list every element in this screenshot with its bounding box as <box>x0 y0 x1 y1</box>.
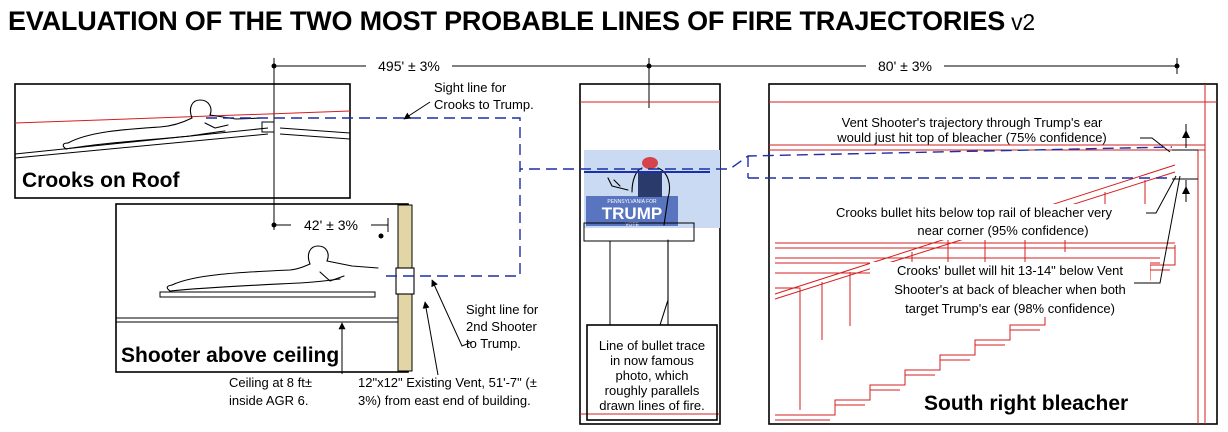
bleacher-panel-label: South right bleacher <box>924 392 1128 415</box>
stage-panel: PENNSYLVANIA FOR TRUMP VOTE Line of bull… <box>579 83 721 425</box>
vent-trajectory-riser <box>386 169 521 277</box>
crooks-rail-callout-line1: Crooks bullet hits below top rail of ble… <box>836 205 1113 220</box>
crooks-low-callout-line1: Crooks' bullet will hit 13-14" below Ven… <box>897 263 1123 278</box>
crooks-rail-callout-line2: near corner (95% confidence) <box>917 223 1088 238</box>
crooks-low-callout-line2: Shooter's at back of bleacher when both <box>894 282 1126 297</box>
sight-second-line2: 2nd Shooter <box>466 319 538 334</box>
ceiling-callout: Ceiling at 8 ft± inside AGR 6. <box>229 322 346 408</box>
ceiling-callout-line2: inside AGR 6. <box>229 393 309 408</box>
title-main: EVALUATION OF THE TWO MOST PROBABLE LINE… <box>8 6 1006 36</box>
roof-panel: Crooks on Roof <box>14 83 351 199</box>
dimension-top: 495' ± 3% 80' ± 3% <box>271 58 1180 230</box>
banner-top: PENNSYLVANIA FOR <box>607 199 657 205</box>
bleacher-panel: Crooks' bullet will hit 13-14" below Ven… <box>768 83 1218 425</box>
trajectory-lines <box>206 117 1173 277</box>
sight-second-callout: Sight line for 2nd Shooter to Trump. <box>431 279 539 351</box>
sight-crooks-line2: Crooks to Trump. <box>434 97 534 112</box>
sight-second-line3: to Trump. <box>466 336 521 351</box>
second-shooter-figure <box>166 245 379 292</box>
dim-roof-to-vent: 42' ± 3% <box>304 217 358 233</box>
sight-second-line1: Sight line for <box>466 302 539 317</box>
banner-main: TRUMP <box>602 204 662 223</box>
ceiling-panel-label: Shooter above ceiling <box>121 344 339 367</box>
photo-callout-line3: photo, which <box>616 368 689 383</box>
vent-trajectory-callout-line2: would just hit top of bleacher (75% conf… <box>836 130 1107 145</box>
vent-callout-line2: 3%) from east end of building. <box>358 393 531 408</box>
rally-photo: PENNSYLVANIA FOR TRUMP VOTE <box>584 150 720 228</box>
vent-opening <box>395 267 415 295</box>
vent-trajectory-callout-line1: Vent Shooter's trajectory through Trump'… <box>842 115 1103 130</box>
ceiling-callout-line1: Ceiling at 8 ft± <box>229 375 312 390</box>
banner-sub: VOTE <box>625 222 639 228</box>
crooks-low-callout-line3: target Trump's ear (98% confidence) <box>905 301 1115 316</box>
crooks-figure <box>62 99 263 150</box>
photo-callout-line1: Line of bullet trace <box>599 338 705 353</box>
dim-roof-to-stage: 495' ± 3% <box>378 58 440 74</box>
roof-panel-label: Crooks on Roof <box>22 169 180 192</box>
crooks-trajectory <box>206 117 1173 170</box>
vent-callout-line1: 12"x12" Existing Vent, 51'-7" (± <box>358 375 537 390</box>
dimension-vent: 42' ± 3% <box>271 217 389 239</box>
dim-stage-to-bleacher: 80' ± 3% <box>878 58 932 74</box>
ceiling-panel: Shooter above ceiling <box>115 203 415 373</box>
photo-callout-line4: roughly parallels <box>605 383 700 398</box>
vent-callout: 12"x12" Existing Vent, 51'-7" (± 3%) fro… <box>358 301 537 408</box>
diagram-title: EVALUATION OF THE TWO MOST PROBABLE LINE… <box>8 6 1223 37</box>
photo-callout-line2: in now famous <box>610 353 694 368</box>
photo-callout-line5: drawn lines of fire. <box>599 398 705 413</box>
sight-crooks-callout: Sight line for Crooks to Trump. <box>403 80 534 120</box>
title-version: v2 <box>1011 9 1036 35</box>
sight-crooks-line1: Sight line for <box>434 80 507 95</box>
